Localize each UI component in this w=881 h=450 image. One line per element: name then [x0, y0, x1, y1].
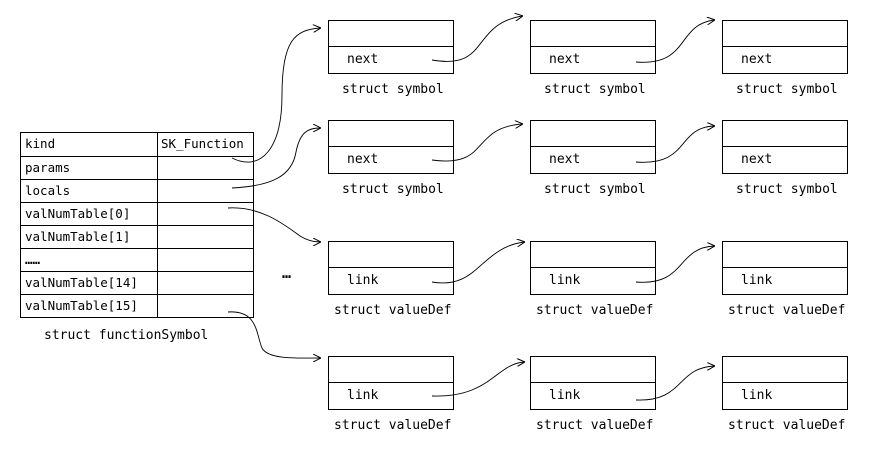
valuedef-node: link [530, 356, 656, 410]
field-value: SK_Function [161, 136, 244, 151]
link-pointer-arrow [635, 366, 714, 401]
table-row-valnumtable-14: valNumTable[14] [21, 271, 253, 295]
field-name: kind [21, 133, 158, 156]
node-caption: struct symbol [736, 182, 838, 197]
next-pointer-arrow [431, 124, 522, 162]
node-caption: struct valueDef [728, 303, 846, 318]
valuedef-node: link [328, 241, 454, 295]
field-name: …… [21, 249, 158, 272]
symbol-node: next [722, 20, 848, 74]
symbol-node: next [530, 120, 656, 174]
next-pointer-arrow [431, 16, 522, 62]
next-pointer-arrow [635, 126, 714, 163]
node-field: link [741, 388, 773, 403]
node-field: next [549, 52, 581, 67]
field-name: params [21, 157, 158, 180]
node-caption: struct symbol [736, 82, 838, 97]
valnumtable-0-arrow [227, 207, 320, 242]
node-field: link [741, 273, 773, 288]
node-caption: struct valueDef [536, 418, 654, 433]
ellipsis: … [282, 264, 293, 282]
link-pointer-arrow [431, 362, 524, 397]
node-caption: struct symbol [342, 82, 444, 97]
symbol-node: next [328, 20, 454, 74]
node-field: next [347, 52, 379, 67]
valuedef-node: link [328, 356, 454, 410]
valuedef-node: link [530, 241, 656, 295]
node-field: link [549, 388, 581, 403]
table-row-valnumtable-0: valNumTable[0] [21, 202, 253, 226]
link-pointer-arrow [635, 246, 714, 283]
node-caption: struct valueDef [536, 303, 654, 318]
table-row-params: params [21, 156, 253, 180]
locals-arrow [231, 128, 320, 189]
node-field: link [347, 273, 379, 288]
field-name: valNumTable[15] [21, 295, 158, 318]
node-field: next [549, 152, 581, 167]
node-caption: struct symbol [342, 182, 444, 197]
symbol-node: next [530, 20, 656, 74]
node-caption: struct symbol [544, 182, 646, 197]
field-name: valNumTable[0] [21, 203, 158, 226]
valnumtable-15-arrow [227, 311, 320, 358]
field-name: valNumTable[14] [21, 272, 158, 295]
table-row-ellipsis: …… [21, 248, 253, 272]
node-field: next [741, 152, 773, 167]
node-field: link [347, 388, 379, 403]
params-arrow [231, 28, 320, 163]
field-name: valNumTable[1] [21, 226, 158, 249]
node-field: next [347, 152, 379, 167]
table-row-locals: locals [21, 179, 253, 203]
function-symbol-table: kind SK_Function params locals valNumTab… [20, 132, 254, 318]
node-caption: struct symbol [544, 82, 646, 97]
node-field: next [741, 52, 773, 67]
node-caption: struct valueDef [334, 418, 452, 433]
table-row-kind: kind SK_Function [21, 133, 253, 156]
node-caption: struct valueDef [334, 303, 452, 318]
next-pointer-arrow [635, 20, 714, 63]
node-field: link [549, 273, 581, 288]
symbol-node: next [722, 120, 848, 174]
symbol-node: next [328, 120, 454, 174]
valuedef-node: link [722, 356, 848, 410]
table-row-valnumtable-15: valNumTable[15] [21, 294, 253, 318]
valuedef-node: link [722, 241, 848, 295]
field-name: locals [21, 180, 158, 203]
table-row-valnumtable-1: valNumTable[1] [21, 225, 253, 249]
function-symbol-caption: struct functionSymbol [44, 328, 209, 343]
link-pointer-arrow [431, 242, 524, 284]
node-caption: struct valueDef [728, 418, 846, 433]
